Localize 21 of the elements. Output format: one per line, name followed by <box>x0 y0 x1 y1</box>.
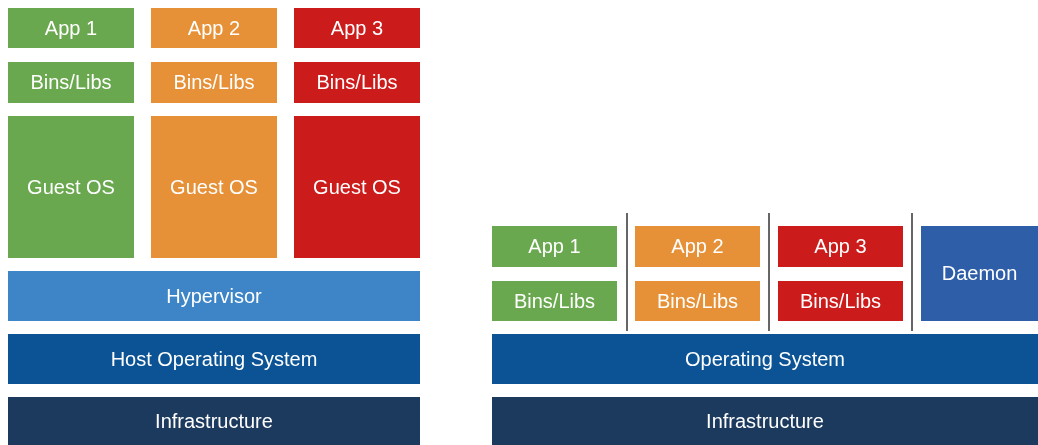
app-layer: App 1 <box>8 8 134 48</box>
app-layer: App 3 <box>294 8 420 48</box>
app-layer: App 1 <box>492 226 617 267</box>
hypervisor-layer: Hypervisor <box>8 271 420 321</box>
infrastructure-layer: Infrastructure <box>8 397 420 445</box>
guest-os-layer: Guest OS <box>8 116 134 258</box>
app-layer: App 2 <box>151 8 277 48</box>
library-layer: Bins/Libs <box>151 62 277 103</box>
os-layer: Operating System <box>492 334 1038 384</box>
app-layer: App 2 <box>635 226 760 267</box>
infrastructure-layer: Infrastructure <box>492 397 1038 445</box>
os-layer: Host Operating System <box>8 334 420 384</box>
guest-os-layer: Guest OS <box>294 116 420 258</box>
app-layer: App 3 <box>778 226 903 267</box>
daemon-layer: Daemon <box>921 226 1038 321</box>
library-layer: Bins/Libs <box>778 281 903 321</box>
library-layer: Bins/Libs <box>8 62 134 103</box>
library-layer: Bins/Libs <box>635 281 760 321</box>
library-layer: Bins/Libs <box>294 62 420 103</box>
library-layer: Bins/Libs <box>492 281 617 321</box>
guest-os-layer: Guest OS <box>151 116 277 258</box>
